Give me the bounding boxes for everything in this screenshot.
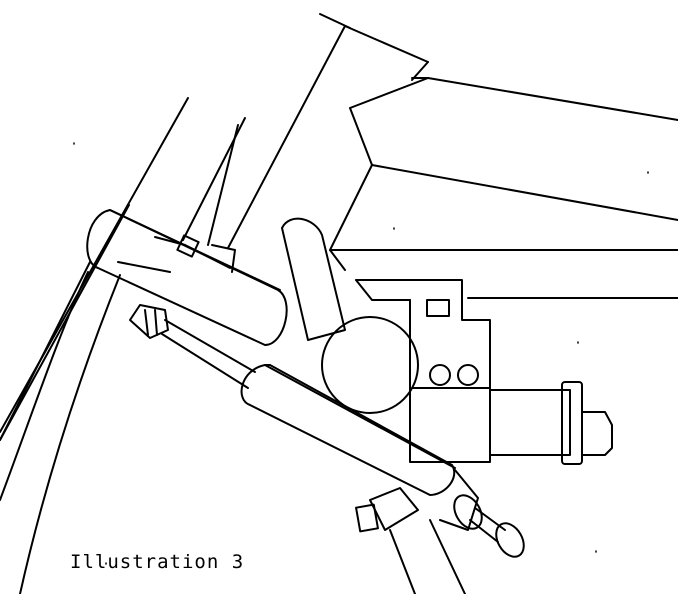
damper-body <box>240 364 456 496</box>
lower-bracket <box>355 487 466 594</box>
clamp-cylinder <box>86 209 288 346</box>
damper-knob <box>439 469 525 558</box>
mounting-bracket <box>355 279 491 463</box>
body-plate <box>329 77 678 299</box>
specks <box>73 142 649 565</box>
right-tube <box>489 381 613 465</box>
ball-knob <box>321 316 419 414</box>
lever-arm <box>281 217 346 341</box>
illustration-caption: Illustration 3 <box>70 551 245 573</box>
frame-upright <box>227 13 429 249</box>
damper-rod <box>161 319 256 389</box>
